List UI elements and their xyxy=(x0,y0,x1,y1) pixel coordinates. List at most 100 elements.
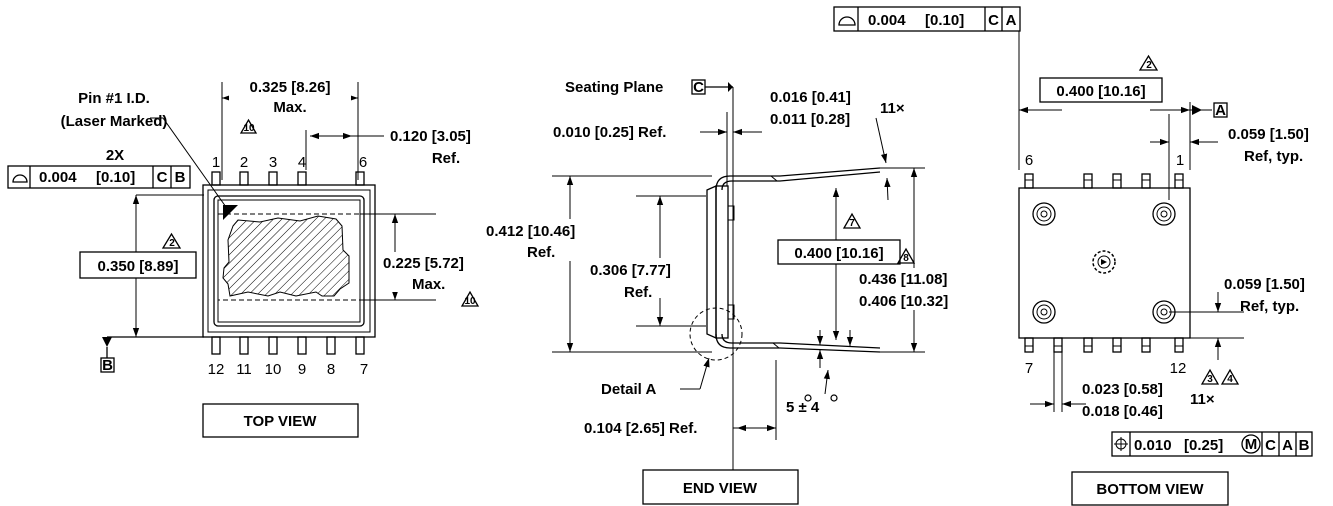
bottom-width: 0.400 [10.16] xyxy=(1056,83,1145,100)
tolerance-mm: [0.10] xyxy=(96,169,135,186)
pin-label: 12 xyxy=(208,361,225,378)
top-body-outline xyxy=(202,184,376,338)
datum-ref: A xyxy=(1282,437,1293,454)
lead-thickness-ref: 0.010 [0.25] Ref. xyxy=(553,124,666,141)
bottom-lead-qty: 11× xyxy=(1190,391,1215,408)
pitch-dimension: 0.120 [3.05] xyxy=(390,128,471,145)
pin1-marker-icon xyxy=(223,205,238,220)
span-min: 0.406 [10.32] xyxy=(859,293,948,310)
position-tolerance-mm: [0.25] xyxy=(1184,437,1223,454)
tolerance-mm: [0.10] xyxy=(925,12,964,29)
note-number: 4 xyxy=(1227,374,1233,385)
pin-label: 1 xyxy=(212,154,220,171)
standoff-ref: 0.104 [2.65] Ref. xyxy=(584,420,697,437)
bottom-body xyxy=(1018,187,1191,339)
view-caption: END VIEW xyxy=(683,480,758,497)
pin-label: 4 xyxy=(298,154,306,171)
position-frame: 0.010 [0.25] M C A B xyxy=(1111,431,1313,457)
lead-width-min: 0.011 [0.28] xyxy=(770,111,850,128)
width-max: Max. xyxy=(273,99,306,116)
note-triangle-icon xyxy=(896,247,916,264)
note-triangle-icon xyxy=(1200,368,1220,385)
width-box xyxy=(1039,77,1163,103)
lead-bottom xyxy=(715,333,881,353)
note-number: 10 xyxy=(243,123,255,134)
note-number: 2 xyxy=(1146,60,1152,71)
profile-icon xyxy=(12,174,28,183)
bottom-pins xyxy=(211,336,365,355)
datum-ref: B xyxy=(175,169,186,186)
note-triangle-icon xyxy=(842,212,862,229)
lead-span: 0.400 [10.16] xyxy=(794,245,883,262)
pin-label: 6 xyxy=(1025,152,1033,169)
profile-icon xyxy=(838,16,856,26)
lead-width-max: 0.016 [0.41] xyxy=(770,89,851,106)
die-area xyxy=(222,215,350,297)
end-body xyxy=(706,184,717,340)
note-number: 2 xyxy=(169,238,175,249)
pin1-label: Pin #1 I.D. xyxy=(78,90,150,107)
view-caption: TOP VIEW xyxy=(244,413,318,430)
span-box xyxy=(777,239,901,265)
view-caption: BOTTOM VIEW xyxy=(1096,481,1204,498)
height-box xyxy=(79,251,197,279)
quantity-2x: 2X xyxy=(106,147,124,164)
seating-plane-label: Seating Plane xyxy=(565,79,663,96)
pin-label: 1 xyxy=(1176,152,1184,169)
detail-a-label: Detail A xyxy=(601,381,656,398)
pin-label: 11 xyxy=(236,361,252,378)
height-dimension: 0.350 [8.89] xyxy=(98,258,179,275)
note-triangle-icon xyxy=(1220,368,1240,385)
tolerance-value: 0.004 xyxy=(39,169,77,186)
datum-ref: C xyxy=(988,12,999,29)
note-number: 8 xyxy=(903,253,909,264)
pin-label: 12 xyxy=(1170,360,1187,377)
edge-ref-top: 0.059 [1.50] xyxy=(1228,126,1309,143)
bottom-view: 0.004 [0.10] C A 2 0.400 [10.16] A 0.059… xyxy=(833,6,1313,506)
window-max: Max. xyxy=(412,276,445,293)
detail-a-circle xyxy=(689,307,743,361)
pin1-label-sub: (Laser Marked) xyxy=(61,113,168,130)
bottom-top-leads xyxy=(1024,173,1184,189)
top-pins xyxy=(211,171,365,186)
edge-ref-lower: 0.059 [1.50] xyxy=(1224,276,1305,293)
position-icon xyxy=(1114,437,1128,451)
note-triangle-icon xyxy=(239,118,258,134)
width-dimension: 0.325 [8.26] xyxy=(250,79,331,96)
datum-ref: C xyxy=(157,169,168,186)
height-ref: 0.412 [10.46] xyxy=(486,223,575,240)
center-gate-icon xyxy=(1092,250,1116,274)
datum-ref: B xyxy=(1299,437,1310,454)
datum-a-flag: A xyxy=(1215,102,1226,119)
tolerance-value: 0.004 xyxy=(868,12,906,29)
pitch-ref: Ref. xyxy=(432,150,460,167)
position-tolerance: 0.010 xyxy=(1134,437,1172,454)
bottom-lead-width-min: 0.018 [0.46] xyxy=(1082,403,1163,420)
marking-window xyxy=(217,213,361,301)
datum-b-flag: B xyxy=(102,357,113,374)
bottom-lead-width-max: 0.023 [0.58] xyxy=(1082,381,1163,398)
pin-label: 10 xyxy=(265,361,282,378)
mmc-letter: M xyxy=(1245,436,1258,453)
note-number: 3 xyxy=(1207,374,1213,385)
datum-ref: C xyxy=(1265,437,1276,454)
top-view: 1 2 3 4 6 12 11 10 9 8 7 Pin #1 I.D. (La… xyxy=(7,74,495,438)
flatness-frame-top: 0.004 [0.10] C B xyxy=(7,165,191,189)
pin-label: 2 xyxy=(240,154,248,171)
body-ref-suffix: Ref. xyxy=(624,284,652,301)
note-triangle-icon xyxy=(460,290,480,307)
pin-label: 7 xyxy=(1025,360,1033,377)
pin-label: 6 xyxy=(359,154,367,171)
lead-qty: 11× xyxy=(880,100,905,117)
note-triangle-icon xyxy=(1138,54,1159,71)
note-number: 10 xyxy=(464,296,476,307)
pin-label: 3 xyxy=(269,154,277,171)
note-number: 7 xyxy=(849,218,855,229)
bottom-bottom-leads xyxy=(1024,337,1184,353)
pin-label: 7 xyxy=(360,361,368,378)
datum-ref: A xyxy=(1006,12,1017,29)
span-max: 0.436 [11.08] xyxy=(859,271,947,288)
body-ref: 0.306 [7.77] xyxy=(590,262,671,279)
flatness-frame-bottom: 0.004 [0.10] C A xyxy=(833,6,1021,32)
